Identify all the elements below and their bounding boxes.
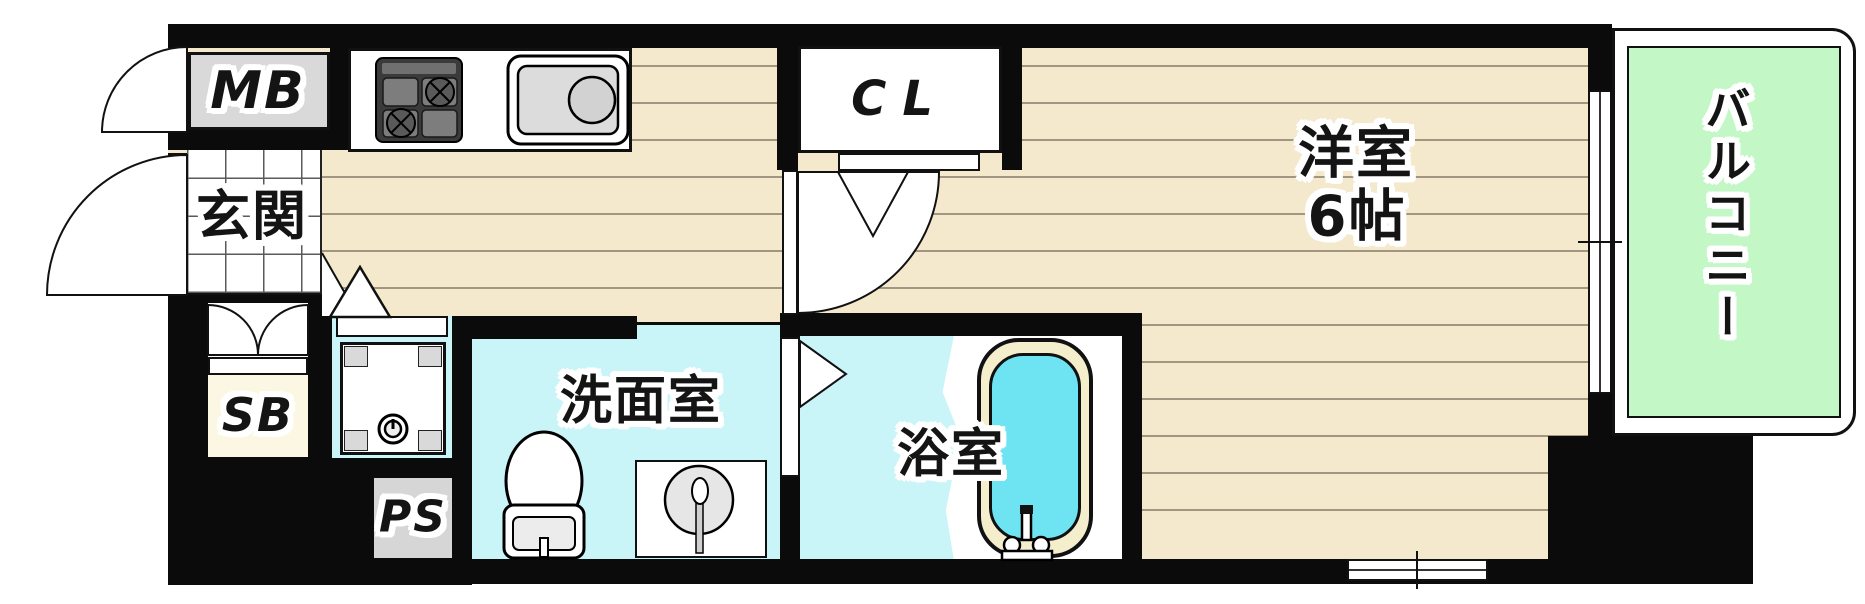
bathtub-water: [989, 353, 1081, 541]
entrance-door-swing-arc: [45, 153, 188, 296]
wall-kitchen-corner: [330, 24, 350, 150]
wall-bathroom-left-lower: [780, 477, 800, 560]
shoe-box: [208, 375, 308, 457]
wall-bathroom-left-stub: [780, 313, 800, 339]
wall-bathroom-top: [800, 313, 1142, 336]
label-western-room-size: 6帖: [1307, 184, 1407, 250]
meter-box: [188, 52, 330, 130]
pan-corner-tab: [418, 430, 442, 451]
pan-corner-tab: [418, 346, 442, 367]
balcony-window-rail: [1599, 92, 1601, 392]
label-closet: CL: [851, 71, 949, 127]
wall-window-stub-top: [1588, 48, 1612, 90]
label-entrance: 玄関: [196, 184, 308, 248]
wall-window-stub-bottom: [1588, 394, 1612, 436]
room-door-jamb: [782, 170, 798, 315]
wash-basin-cabinet: [635, 460, 767, 558]
shoe-box-shelf: [208, 357, 308, 375]
pan-corner-tab: [344, 346, 368, 367]
label-pipe-space: PS: [379, 491, 447, 543]
label-balcony: バルコニー: [1698, 85, 1752, 345]
label-shoe-box: SB: [221, 388, 295, 442]
meter-box-door-leaf: [168, 50, 187, 132]
label-western-room: 洋室: [1298, 121, 1414, 187]
pan-corner-tab: [344, 430, 368, 451]
wall-top: [168, 24, 1612, 48]
balcony-deck: [1627, 46, 1841, 418]
entrance-tile-floor: [187, 150, 322, 295]
label-meter-box: MB: [210, 61, 306, 121]
small-window-rail: [1349, 569, 1486, 571]
wall-below-meter-box: [168, 130, 350, 150]
washroom-threshold-line: [637, 322, 790, 325]
kitchen-counter: [348, 48, 632, 152]
wall-bottom: [168, 559, 1753, 584]
bathroom-door-leaf: [780, 337, 800, 477]
wall-bathroom-right: [1122, 336, 1142, 560]
wall-washer-cell-right: [452, 316, 472, 458]
shoe-box-doors: [208, 303, 308, 357]
closet-shelf: [838, 153, 980, 171]
washroom-opening: [336, 316, 448, 337]
pipe-space-box: [374, 478, 452, 558]
wall-washroom-top: [452, 316, 637, 339]
label-washroom: 洗面室: [559, 371, 723, 432]
wall-closet-left: [777, 28, 798, 170]
wall-closet-right: [1002, 28, 1022, 170]
wall-corner-block-bottom-right: [1548, 436, 1753, 584]
entrance-door-leaf: [168, 153, 187, 295]
closet-box: [798, 46, 1002, 153]
label-bathroom: 浴室: [896, 424, 1006, 485]
